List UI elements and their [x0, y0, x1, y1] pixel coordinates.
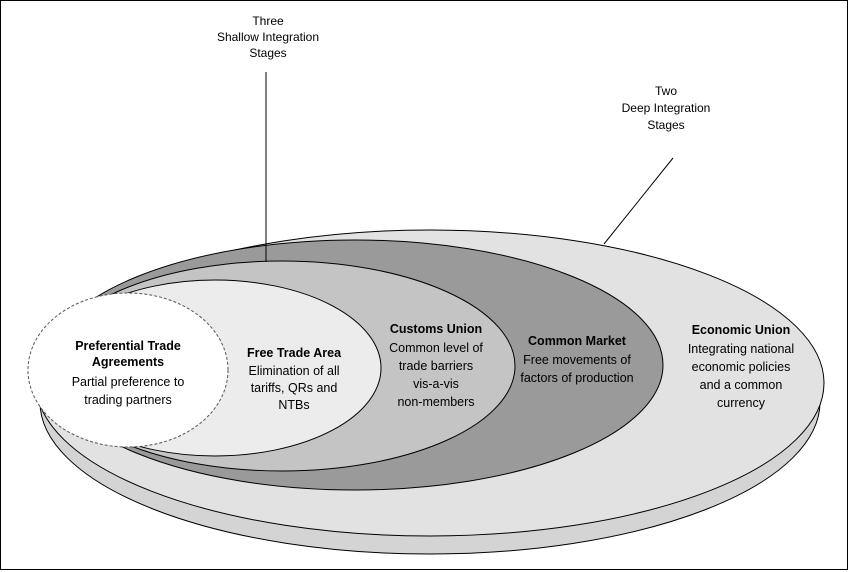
common-market-desc-1: Free movements of: [523, 353, 631, 367]
customs-union-desc-4: non-members: [397, 395, 474, 409]
customs-union-title: Customs Union: [390, 322, 482, 336]
preferential-trade-title-1: Preferential Trade: [75, 339, 181, 353]
customs-union-desc-2: trade barriers: [399, 359, 473, 373]
preferential-trade-desc-2: trading partners: [84, 393, 172, 407]
free-trade-area-desc-3: NTBs: [278, 398, 309, 412]
economic-union-title: Economic Union: [692, 323, 791, 337]
preferential-trade-ellipse: [27, 292, 229, 448]
deep-callout-line: [603, 157, 674, 245]
preferential-trade-title-2: Agreements: [92, 355, 164, 369]
free-trade-area-title: Free Trade Area: [247, 346, 342, 360]
economic-union-desc-3: and a common: [700, 378, 783, 392]
shallow-callout-line-3: Stages: [249, 46, 286, 60]
common-market-desc-2: factors of production: [520, 371, 633, 385]
deep-callout-line-2: Deep Integration: [622, 101, 711, 115]
deep-callout-line-1: Two: [655, 84, 677, 98]
free-trade-area-desc-2: tariffs, QRs and: [251, 381, 338, 395]
shallow-callout-line-2: Shallow Integration: [217, 30, 319, 44]
economic-union-desc-1: Integrating national: [688, 342, 794, 356]
economic-union-desc-4: currency: [717, 396, 766, 410]
customs-union-desc-1: Common level of: [389, 341, 483, 355]
customs-union-desc-3: vis-a-vis: [413, 377, 459, 391]
common-market-title: Common Market: [528, 334, 627, 348]
free-trade-area-desc-1: Elimination of all: [248, 364, 339, 378]
preferential-trade-desc-1: Partial preference to: [72, 375, 185, 389]
economic-union-desc-2: economic policies: [692, 360, 791, 374]
deep-callout-line-3: Stages: [647, 118, 684, 132]
shallow-callout-line-1: Three: [252, 14, 284, 28]
